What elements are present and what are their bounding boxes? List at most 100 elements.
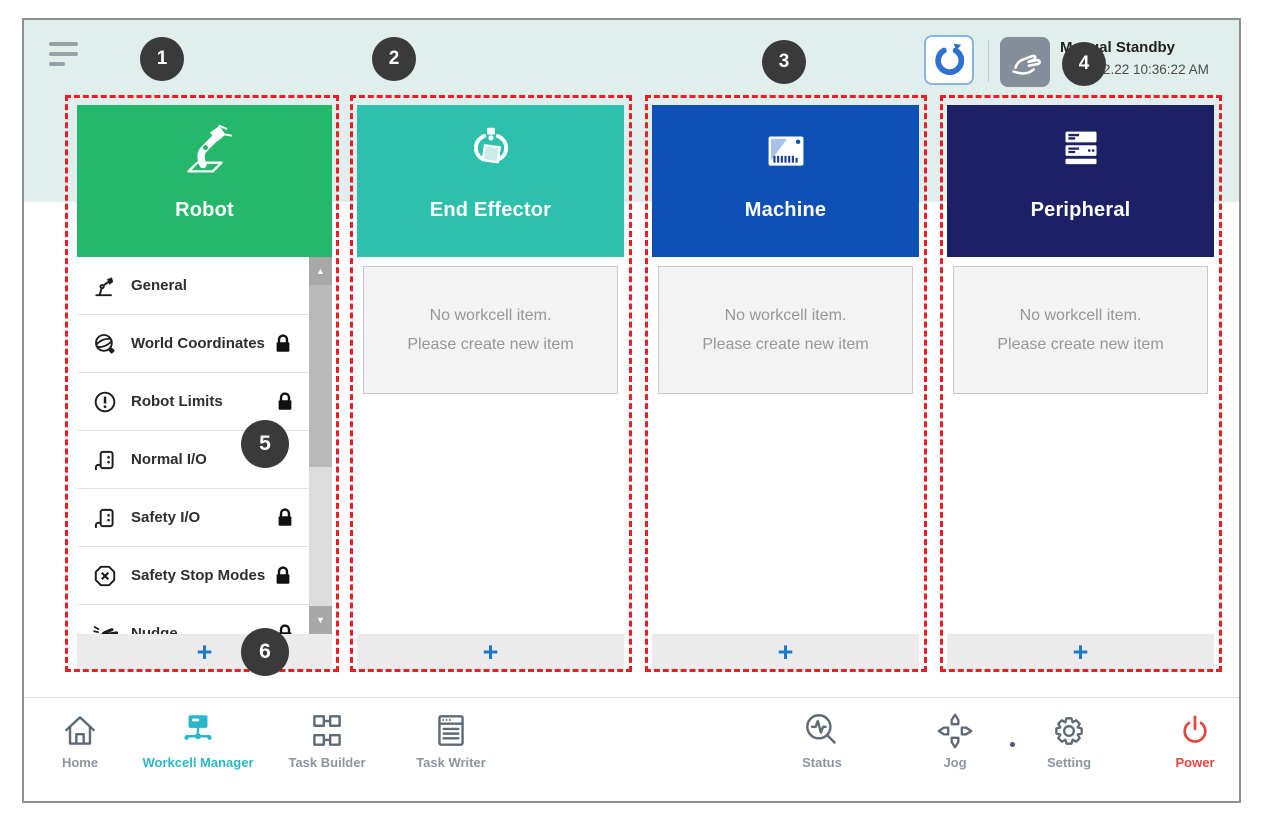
- list-item-normal-io[interactable]: Normal I/O: [77, 431, 309, 489]
- column-title: Robot: [175, 199, 234, 221]
- machine-body: No workcell item. Please create new item: [652, 257, 919, 634]
- empty-state-box: No workcell item. Please create new item: [363, 266, 618, 394]
- nav-task-builder[interactable]: Task Builder: [262, 710, 392, 770]
- lock-icon: [273, 506, 297, 530]
- nav-label: Workcell Manager: [142, 755, 254, 770]
- column-machine: Machine No workcell item. Please create …: [652, 105, 919, 670]
- gripper-icon: [930, 41, 968, 79]
- io-icon: [90, 503, 120, 533]
- end-effector-header-tile[interactable]: End Effector: [357, 105, 624, 257]
- lock-icon: [271, 564, 295, 588]
- nav-task-writer[interactable]: Task Writer: [386, 710, 516, 770]
- scroll-down-button[interactable]: ▼: [309, 606, 332, 634]
- power-icon: [1174, 710, 1216, 752]
- workcell-manager-icon: [177, 710, 219, 752]
- nav-label: Setting: [1046, 755, 1092, 770]
- plus-icon: +: [777, 637, 794, 667]
- hamburger-menu-icon[interactable]: [49, 42, 83, 72]
- robot-status-label: Manual Standby: [1060, 39, 1176, 56]
- nav-workcell-manager[interactable]: Workcell Manager: [133, 710, 263, 770]
- list-item-world-coordinates[interactable]: World Coordinates: [77, 315, 309, 373]
- empty-line-1: No workcell item.: [724, 307, 847, 324]
- io-icon: [90, 445, 120, 475]
- lock-icon: [273, 622, 297, 634]
- nav-label: Task Builder: [288, 755, 366, 770]
- nav-label: Status: [802, 755, 842, 770]
- list-item-safety-stop-modes[interactable]: Safety Stop Modes: [77, 547, 309, 605]
- hand-icon: [1006, 43, 1044, 81]
- nav-separator-dot: [1010, 742, 1015, 747]
- nav-home[interactable]: Home: [24, 710, 145, 770]
- lock-icon: [271, 332, 295, 356]
- peripheral-header-tile[interactable]: Peripheral: [947, 105, 1214, 257]
- robot-icon: [174, 105, 236, 183]
- peripheral-body: No workcell item. Please create new item: [947, 257, 1214, 634]
- list-item-safety-io[interactable]: Safety I/O: [77, 489, 309, 547]
- robot-item-list: General World Coordinates: [77, 257, 332, 634]
- add-robot-item-button[interactable]: +: [77, 634, 332, 670]
- column-title: Machine: [744, 199, 827, 221]
- task-writer-icon: [430, 710, 472, 752]
- column-peripheral: Peripheral No workcell item. Please crea…: [947, 105, 1214, 670]
- list-scrollbar[interactable]: ▲ ▼: [309, 257, 332, 634]
- app-window: Manual Standby 2.22 10:36:22 AM Robot: [22, 18, 1241, 803]
- scrollbar-thumb[interactable]: [309, 285, 332, 467]
- end-effector-body: No workcell item. Please create new item: [357, 257, 624, 634]
- scroll-up-button[interactable]: ▲: [309, 257, 332, 285]
- empty-line-1: No workcell item.: [429, 307, 552, 324]
- list-item-robot-limits[interactable]: Robot Limits: [77, 373, 309, 431]
- manual-mode-button[interactable]: [1000, 37, 1050, 87]
- plus-icon: +: [1072, 637, 1089, 667]
- world-coordinates-icon: [90, 329, 120, 359]
- empty-line-2: Please create new item: [702, 336, 869, 353]
- nav-status[interactable]: Status: [757, 710, 887, 770]
- list-item-label: World Coordinates: [131, 335, 265, 352]
- servo-gripper-button[interactable]: [924, 35, 974, 85]
- list-item-general[interactable]: General: [77, 257, 309, 315]
- list-item-nudge[interactable]: Nudge: [77, 605, 309, 634]
- nav-label: Home: [61, 755, 99, 770]
- add-peripheral-button[interactable]: +: [947, 634, 1214, 670]
- add-machine-button[interactable]: +: [652, 634, 919, 670]
- setting-icon: [1048, 710, 1090, 752]
- empty-line-2: Please create new item: [407, 336, 574, 353]
- task-builder-icon: [306, 710, 348, 752]
- robot-general-icon: [90, 271, 120, 301]
- column-robot: Robot General: [77, 105, 332, 670]
- end-effector-icon: [460, 105, 522, 183]
- nudge-icon: [90, 619, 120, 634]
- machine-header-tile[interactable]: Machine: [652, 105, 919, 257]
- list-item-label: General: [131, 277, 187, 294]
- nav-power[interactable]: Power: [1130, 710, 1239, 770]
- column-end-effector: End Effector No workcell item. Please cr…: [357, 105, 624, 670]
- empty-line-2: Please create new item: [997, 336, 1164, 353]
- nav-label: Task Writer: [416, 755, 486, 770]
- list-item-label: Normal I/O: [131, 451, 207, 468]
- plus-icon: +: [196, 637, 213, 667]
- column-title: End Effector: [429, 199, 552, 221]
- nav-jog[interactable]: Jog: [890, 710, 1020, 770]
- column-title: Peripheral: [1030, 199, 1131, 221]
- empty-line-1: No workcell item.: [1019, 307, 1142, 324]
- list-item-label: Safety Stop Modes: [131, 567, 266, 584]
- list-item-label: Robot Limits: [131, 393, 223, 410]
- list-item-label: Safety I/O: [131, 509, 201, 526]
- jog-icon: [934, 710, 976, 752]
- robot-header-tile[interactable]: Robot: [77, 105, 332, 257]
- plus-icon: +: [482, 637, 499, 667]
- robot-limits-icon: [90, 387, 120, 417]
- status-icon: [801, 710, 843, 752]
- empty-state-box: No workcell item. Please create new item: [658, 266, 913, 394]
- status-timestamp: 2.22 10:36:22 AM: [1103, 62, 1209, 77]
- topbar-divider: [988, 40, 989, 82]
- nav-label: Jog: [943, 755, 967, 770]
- nav-setting[interactable]: Setting: [1004, 710, 1134, 770]
- safety-stop-icon: [90, 561, 120, 591]
- machine-icon: [755, 105, 817, 183]
- add-end-effector-button[interactable]: +: [357, 634, 624, 670]
- list-item-label: Nudge: [131, 625, 178, 634]
- robot-status-block: Manual Standby 2.22 10:36:22 AM: [1060, 38, 1239, 78]
- bottom-nav-bar: Home Workcell Manager: [24, 697, 1239, 801]
- home-icon: [59, 710, 101, 752]
- empty-state-box: No workcell item. Please create new item: [953, 266, 1208, 394]
